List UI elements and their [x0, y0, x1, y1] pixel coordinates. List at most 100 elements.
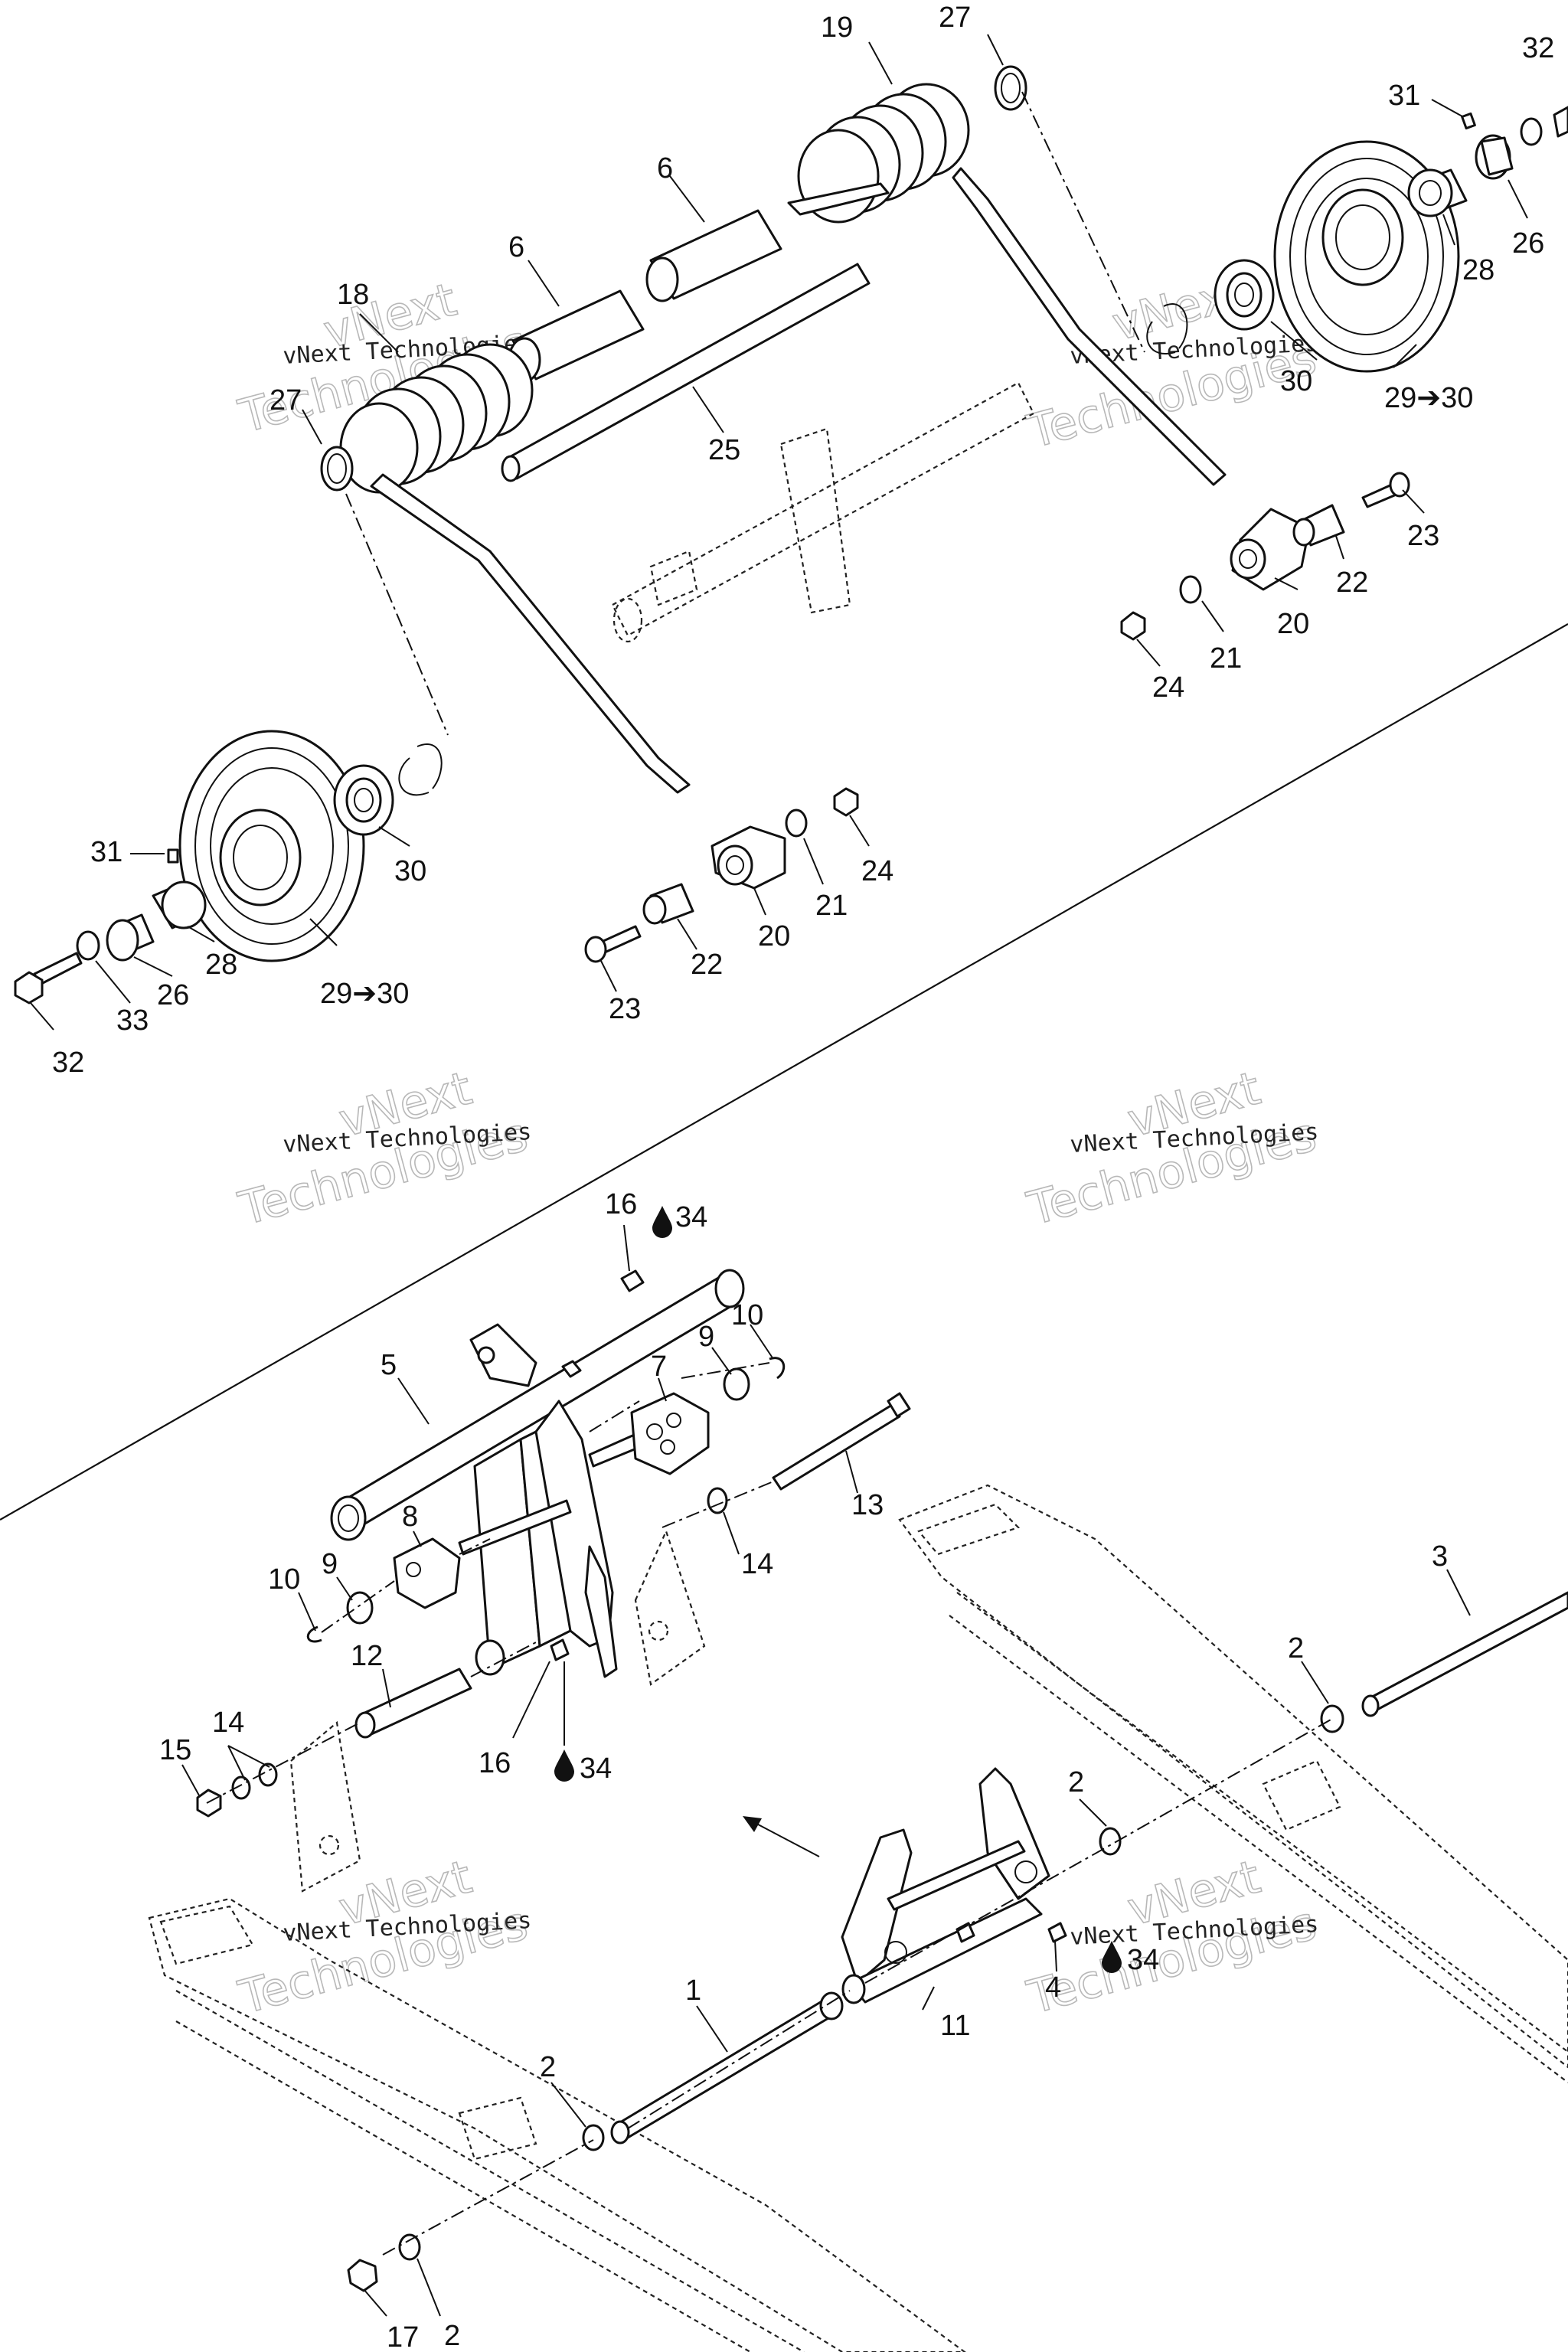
bushing-26-left	[106, 913, 155, 962]
callout-17: 17	[387, 2321, 419, 2352]
callout-23: 23	[609, 993, 641, 1025]
callout-10: 10	[268, 1563, 300, 1596]
bolt-32-right	[1553, 106, 1568, 138]
callout-21: 21	[815, 890, 848, 922]
callout-24: 24	[1152, 671, 1184, 704]
callout-30: 30	[1280, 365, 1312, 397]
callout-25: 25	[708, 434, 740, 466]
watermark-low-left: Technologies vNext vNext Technologies	[233, 1850, 534, 2026]
callout-31: 31	[90, 836, 122, 868]
callout-27: 27	[939, 2, 971, 34]
ghost-bracket-center	[634, 1528, 706, 1686]
callout-32: 32	[52, 1047, 84, 1079]
callout-5: 5	[381, 1349, 397, 1381]
callout-26: 26	[157, 979, 189, 1011]
ghost-bracket-left	[289, 1720, 361, 1893]
callout-22: 22	[1336, 567, 1368, 599]
callout-14: 14	[741, 1548, 773, 1580]
clip-10-top	[769, 1357, 786, 1380]
cross-tube-5	[330, 1269, 745, 1541]
stopper-block-8	[393, 1537, 461, 1609]
bushing-22-right	[1292, 504, 1345, 547]
ghost-side-rail-right	[898, 1484, 1568, 2083]
washer-9-low	[346, 1591, 374, 1625]
spacer-28-left	[152, 880, 207, 929]
bolt-23-left	[584, 925, 642, 963]
ghost-side-rail-left	[148, 1897, 966, 2352]
washer-14-top	[707, 1487, 728, 1514]
callout-3: 3	[1432, 1540, 1448, 1573]
spacer-tube-6a	[508, 289, 645, 383]
shaft-3	[1361, 1591, 1568, 1717]
callout-6: 6	[657, 152, 673, 185]
torsion-spring-18	[339, 343, 691, 794]
callout-9: 9	[698, 1321, 714, 1353]
callout-20: 20	[758, 920, 790, 952]
callout-10: 10	[731, 1299, 763, 1331]
nut-24-right	[1120, 611, 1146, 641]
callout-1: 1	[685, 1975, 701, 2007]
centerline-right	[1021, 91, 1145, 353]
callout-27: 27	[270, 384, 302, 416]
snap-ring-left	[398, 743, 443, 796]
nut-24-left	[833, 787, 859, 817]
pivot-block-20-right	[1230, 508, 1311, 591]
washer-2-a	[1320, 1704, 1344, 1733]
grease-drop-icon	[554, 1749, 574, 1782]
washer-21-right	[1179, 575, 1202, 604]
callout-31: 31	[1388, 80, 1420, 112]
callout-28: 28	[1462, 254, 1494, 286]
washer-9-top	[723, 1367, 750, 1401]
callout-26: 26	[1512, 227, 1544, 260]
set-screw-31-left	[167, 848, 179, 864]
callout-2: 2	[1288, 1632, 1304, 1664]
bearing-30-right	[1214, 259, 1275, 331]
callout-24: 24	[861, 855, 893, 887]
washer-2-c	[582, 2124, 605, 2151]
direction-arrow	[743, 1816, 820, 1857]
callout-2: 2	[1068, 1766, 1084, 1798]
callout-15: 15	[159, 1734, 191, 1766]
watermark-low-right: Technologies vNext vNext Technologies	[1021, 1850, 1322, 2026]
set-screw-31-right	[1461, 112, 1476, 130]
callout-11: 11	[940, 2010, 970, 2042]
callout-19: 19	[821, 11, 853, 44]
watermark-mid-right: Technologies vNext vNext Technologies	[1021, 1061, 1322, 1237]
callout-23: 23	[1407, 520, 1439, 552]
callout-7: 7	[651, 1351, 667, 1383]
bolt-32-left	[14, 952, 83, 1004]
centerline-13	[662, 1481, 774, 1528]
callout-13: 13	[851, 1489, 884, 1521]
callout-16: 16	[479, 1747, 511, 1779]
callout-12: 12	[351, 1640, 383, 1672]
callout-18: 18	[337, 279, 369, 311]
torsion-spring-19	[787, 83, 1227, 486]
centerline-stopper-8	[321, 1538, 491, 1633]
centerline-top-shaft	[589, 1362, 770, 1432]
callout-21: 21	[1210, 642, 1242, 675]
spacer-28-right	[1407, 168, 1468, 217]
bolt-23-right	[1361, 472, 1410, 508]
ghost-axle-housing	[611, 381, 1035, 643]
callout-16: 16	[605, 1188, 637, 1220]
centerline-left	[345, 493, 449, 736]
idler-wheel-29-left	[178, 730, 365, 962]
centerline-bottom-mid	[864, 1718, 1333, 1984]
callout-30: 30	[394, 855, 426, 887]
callout-29-30: 29➔30	[1384, 382, 1473, 414]
nut-15	[196, 1788, 222, 1818]
callout-34: 34	[580, 1753, 612, 1785]
washer-2-b	[1099, 1827, 1122, 1856]
washer-33-left	[76, 930, 100, 961]
grease-fitting-16-top	[620, 1269, 645, 1292]
shaft-13	[772, 1392, 911, 1491]
callout-9: 9	[322, 1548, 338, 1580]
o-ring-27a	[994, 65, 1027, 111]
spacer-tube-6b	[645, 209, 782, 302]
grease-drop-icon	[652, 1206, 672, 1238]
callout-4: 4	[1045, 1971, 1061, 2004]
centerline-pin	[206, 1642, 537, 1804]
bushing-22-left	[642, 883, 694, 925]
washer-33-right	[1520, 117, 1543, 146]
callout-33: 33	[116, 1004, 149, 1037]
